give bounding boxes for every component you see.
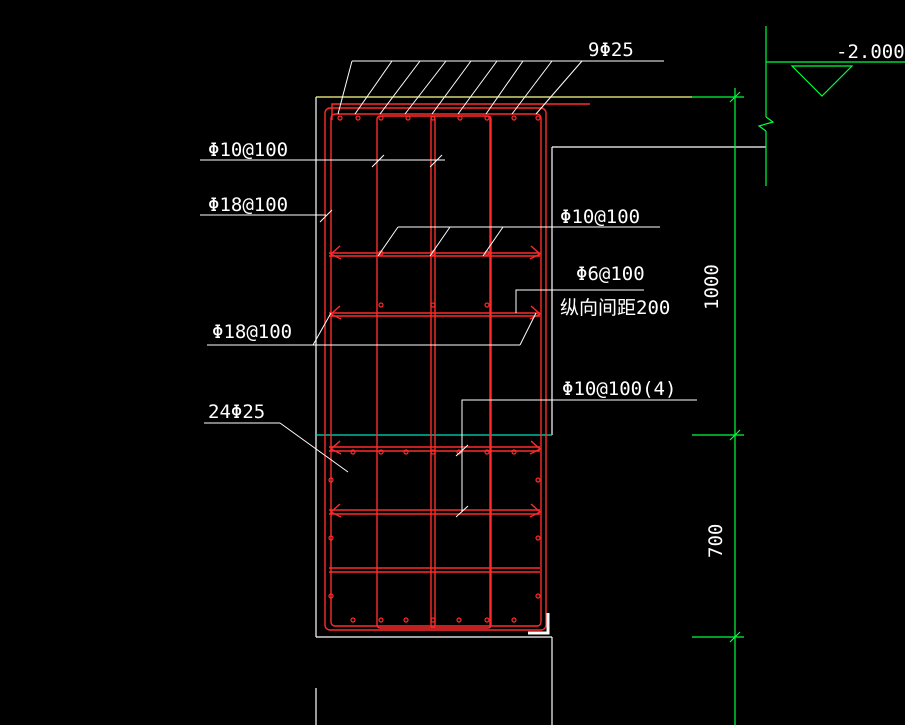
label-tie-right: Φ10@100 xyxy=(560,206,640,228)
elevation-marker xyxy=(757,26,905,186)
label-tie-6-note: 纵向间距200 xyxy=(560,297,670,319)
corner-angle xyxy=(528,613,550,635)
label-stirrup-upper: Φ10@100 xyxy=(208,139,288,161)
rebar-dots xyxy=(328,115,541,623)
label-stirrup-lower: Φ10@100(4) xyxy=(562,378,676,400)
dimension-upper: 1000 xyxy=(701,264,723,310)
label-side-bar-lower: Φ18@100 xyxy=(212,321,292,343)
rebar-cage xyxy=(324,103,590,631)
elevation-value: -2.000 xyxy=(836,41,905,63)
label-side-bar-upper: Φ18@100 xyxy=(208,194,288,216)
label-tie-6: Φ6@100 xyxy=(576,263,645,285)
concrete-outline xyxy=(315,97,766,725)
label-top-bars: 9Φ25 xyxy=(588,39,634,61)
dimension-lower: 700 xyxy=(705,524,727,558)
dimension-lines xyxy=(692,88,744,725)
label-bottom-bars: 24Φ25 xyxy=(208,401,265,423)
leaders xyxy=(200,60,697,518)
